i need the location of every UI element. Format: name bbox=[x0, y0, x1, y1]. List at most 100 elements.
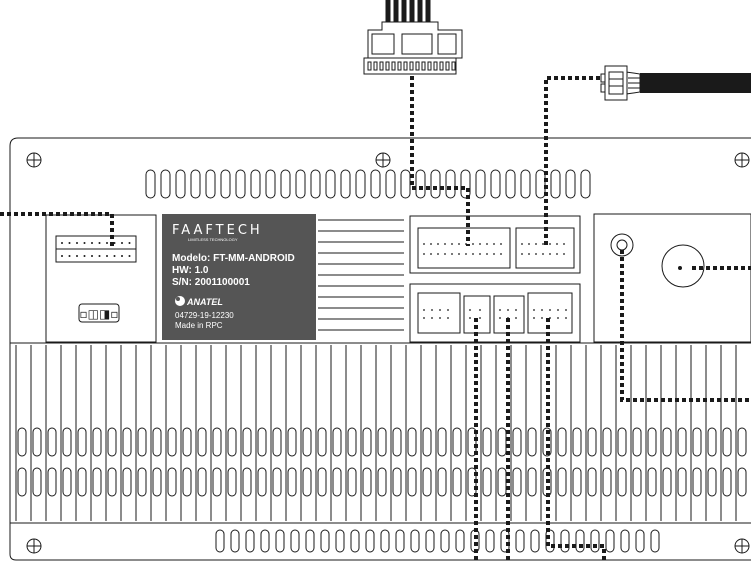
pin bbox=[533, 309, 535, 311]
label-model: Modelo: FT-MM-ANDROID bbox=[172, 253, 295, 264]
pin bbox=[469, 309, 471, 311]
bottom-slot bbox=[620, 529, 630, 553]
vent-slot bbox=[580, 169, 591, 199]
fin-slot bbox=[302, 467, 312, 497]
fin-slot bbox=[407, 427, 417, 457]
connector-tooth bbox=[373, 61, 378, 71]
pin bbox=[535, 253, 537, 255]
pin bbox=[98, 242, 101, 244]
fin-slot bbox=[377, 467, 387, 497]
fin-slot bbox=[92, 467, 102, 497]
fin-slot bbox=[32, 467, 42, 497]
fin-slot bbox=[557, 427, 567, 457]
fin-slot bbox=[212, 427, 222, 457]
fin-slot bbox=[452, 467, 462, 497]
connector-tooth bbox=[421, 61, 426, 71]
fin-slot bbox=[77, 467, 87, 497]
bottom-slot bbox=[650, 529, 660, 553]
pin bbox=[128, 242, 131, 244]
fin-slot bbox=[182, 427, 192, 457]
label-cert-mark: ANATEL bbox=[186, 297, 223, 307]
fin-slot bbox=[617, 467, 627, 497]
fin-slot bbox=[287, 427, 297, 457]
bottom-slot bbox=[560, 529, 570, 553]
pin bbox=[565, 317, 567, 319]
connector-tooth bbox=[451, 61, 456, 71]
pin bbox=[528, 253, 530, 255]
bottom-slot bbox=[470, 529, 480, 553]
pin bbox=[479, 243, 481, 245]
connector-tooth bbox=[445, 61, 450, 71]
bottom-slot bbox=[335, 529, 345, 553]
pin bbox=[549, 243, 551, 245]
fin-slot bbox=[302, 427, 312, 457]
mini-connector-glyph: ▫◫◨▫ bbox=[80, 307, 119, 321]
fin-slot bbox=[512, 467, 522, 497]
pin bbox=[458, 243, 460, 245]
fin-slot bbox=[422, 427, 432, 457]
screw-hole-icon bbox=[26, 538, 42, 554]
fin-slot bbox=[497, 427, 507, 457]
pin bbox=[113, 255, 116, 257]
fin-slot bbox=[722, 467, 732, 497]
anatel-logo-icon bbox=[175, 296, 185, 306]
top-harness-teeth bbox=[367, 61, 456, 71]
label-serial: S/N: 2001100001 bbox=[172, 277, 250, 288]
pin bbox=[549, 253, 551, 255]
right-harness-cable bbox=[625, 71, 751, 95]
connector-tooth bbox=[379, 61, 384, 71]
pin bbox=[486, 243, 488, 245]
pin bbox=[486, 253, 488, 255]
pin bbox=[493, 243, 495, 245]
pin bbox=[98, 255, 101, 257]
pin bbox=[542, 243, 544, 245]
fin-slot bbox=[167, 427, 177, 457]
bottom-slot bbox=[500, 529, 510, 553]
pin bbox=[563, 253, 565, 255]
pin bbox=[541, 317, 543, 319]
vent-slot bbox=[445, 169, 456, 199]
pin bbox=[451, 253, 453, 255]
pin bbox=[472, 253, 474, 255]
fin-slot bbox=[707, 427, 717, 457]
vent-slot bbox=[145, 169, 156, 199]
fin-slot bbox=[527, 467, 537, 497]
pin bbox=[557, 309, 559, 311]
fin-slot bbox=[677, 467, 687, 497]
fin-slot bbox=[257, 467, 267, 497]
bottom-slot bbox=[425, 529, 435, 553]
bottom-slot bbox=[215, 529, 225, 553]
left-connector-housing bbox=[45, 214, 157, 343]
pin bbox=[76, 255, 78, 257]
pin bbox=[472, 243, 474, 245]
vent-slot bbox=[340, 169, 351, 199]
fin-slot bbox=[587, 427, 597, 457]
pin bbox=[437, 243, 439, 245]
pin bbox=[479, 309, 481, 311]
pin bbox=[444, 253, 446, 255]
pin bbox=[507, 309, 509, 311]
vent-slot bbox=[415, 169, 426, 199]
pin bbox=[68, 255, 71, 257]
bottom-slot bbox=[590, 529, 600, 553]
screw-hole-icon bbox=[26, 152, 42, 168]
fin-slot bbox=[227, 467, 237, 497]
connector-tooth bbox=[367, 61, 372, 71]
fin-slot bbox=[92, 427, 102, 457]
connector-tooth bbox=[385, 61, 390, 71]
pin bbox=[500, 243, 502, 245]
vent-slot bbox=[565, 169, 576, 199]
vent-slot bbox=[175, 169, 186, 199]
label-hardware: HW: 1.0 bbox=[172, 265, 209, 276]
pin bbox=[515, 317, 517, 319]
pin bbox=[521, 253, 523, 255]
fin-slot bbox=[542, 427, 552, 457]
vent-slot bbox=[325, 169, 336, 199]
vent-slot bbox=[220, 169, 231, 199]
fin-slot bbox=[332, 427, 342, 457]
fin-slot bbox=[497, 467, 507, 497]
pin bbox=[431, 317, 433, 319]
bottom-slot bbox=[350, 529, 360, 553]
fin-slot bbox=[737, 427, 747, 457]
pin bbox=[76, 242, 78, 244]
